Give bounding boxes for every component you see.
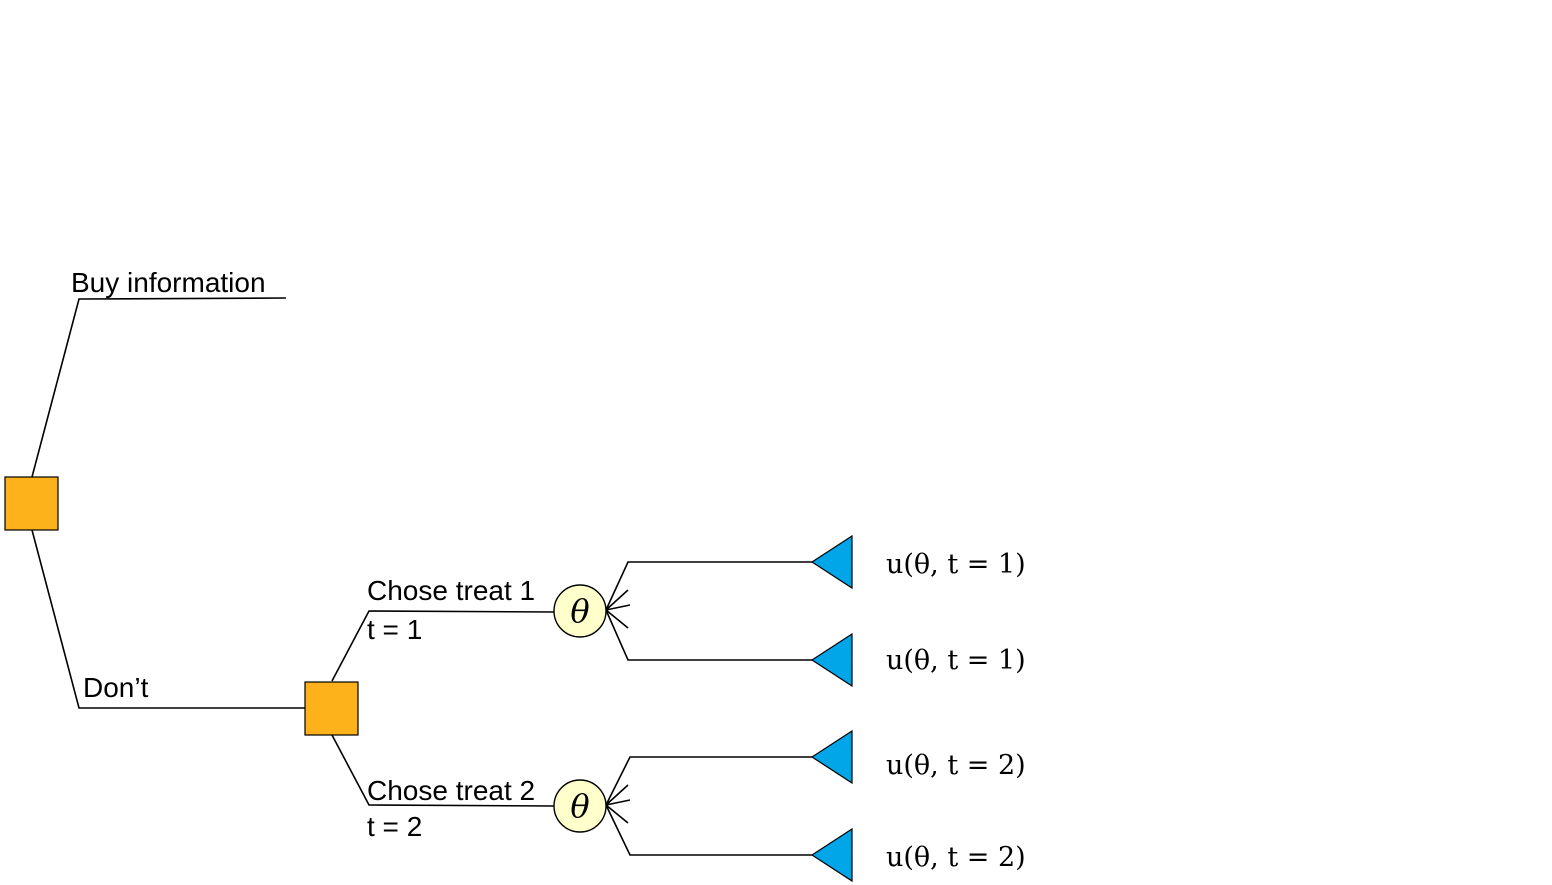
- terminal-node-4: [810, 827, 853, 883]
- payoff-label-1: u(θ, t = 1): [886, 549, 1026, 580]
- edge-to-treat1: [331, 610, 555, 682]
- edge-chance1-spread-2: [605, 604, 631, 611]
- edge-to-treat2: [331, 734, 555, 807]
- terminal-node-2: [810, 632, 853, 688]
- chance-node-treat2: [553, 779, 607, 833]
- edge-root-to-dont: [31, 529, 305, 709]
- chance-node-treat1-symbol: θ: [570, 592, 589, 630]
- edge-chance1-upper: [605, 561, 812, 611]
- chance-node-treat1: [553, 584, 607, 638]
- payoff-label-3: u(θ, t = 2): [886, 750, 1026, 781]
- payoff-label-4: u(θ, t = 2): [886, 842, 1026, 873]
- edge-chance2-spread-2: [605, 799, 631, 806]
- payoff-label-2: u(θ, t = 1): [886, 645, 1026, 676]
- edge-chance2-lower: [605, 804, 812, 856]
- edge-chance2-upper: [605, 756, 812, 806]
- branch-label-buy-information: Buy information: [71, 267, 266, 298]
- terminal-node-1: [810, 534, 853, 590]
- edge-root-to-buy: [31, 297, 287, 478]
- terminal-node-3: [810, 729, 853, 785]
- branch-label-dont: Don’t: [83, 672, 149, 703]
- decision-node-root: [4, 476, 59, 531]
- chance-node-treat2-symbol: θ: [570, 787, 589, 825]
- branch-label-treat2: Chose treat 2: [367, 775, 535, 806]
- decision-node-treatment: [304, 681, 359, 736]
- edge-chance1-spread-1: [605, 589, 629, 611]
- edge-chance2-spread-1: [605, 784, 629, 806]
- edge-chance2-spread-3: [605, 804, 629, 824]
- branch-label-t2: t = 2: [367, 811, 422, 842]
- branch-label-t1: t = 1: [367, 614, 422, 645]
- edge-chance1-lower: [605, 609, 812, 661]
- edge-chance1-spread-3: [605, 609, 629, 629]
- branch-label-treat1: Chose treat 1: [367, 575, 535, 606]
